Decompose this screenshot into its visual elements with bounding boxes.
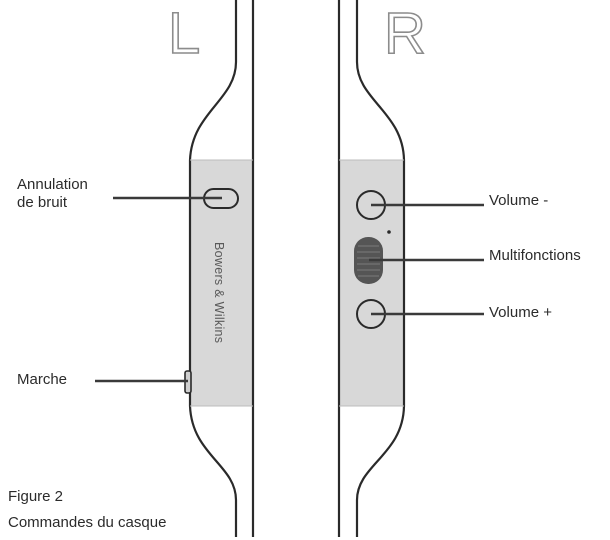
multifunction-label: Multifonctions — [489, 247, 581, 264]
microphone-dot — [387, 230, 391, 234]
right-cable-outer-outline — [355, 0, 406, 537]
noise-cancel-label-line1: Annulation — [17, 176, 88, 193]
volume-up-label: Volume + — [489, 304, 552, 321]
figure-caption: Figure 2 Commandes du casque — [8, 488, 166, 540]
multifunction-rocker — [354, 237, 383, 284]
left-cable-outer-outline — [188, 0, 238, 537]
right-side-letter: R — [383, 1, 426, 66]
brand-text: Bowers & Wilkins — [212, 242, 226, 343]
left-side-letter: L — [167, 1, 201, 66]
figure-number: Figure 2 — [8, 488, 64, 505]
rocker-texture — [357, 245, 380, 277]
figure-title: Commandes du casque — [8, 514, 167, 531]
noise-cancel-label: Annulation de bruit — [17, 176, 88, 212]
power-label: Marche — [17, 371, 68, 388]
volume-down-label: Volume - — [489, 192, 549, 209]
noise-cancel-label-line2: de bruit — [17, 194, 68, 211]
leader-lines — [95, 196, 484, 383]
